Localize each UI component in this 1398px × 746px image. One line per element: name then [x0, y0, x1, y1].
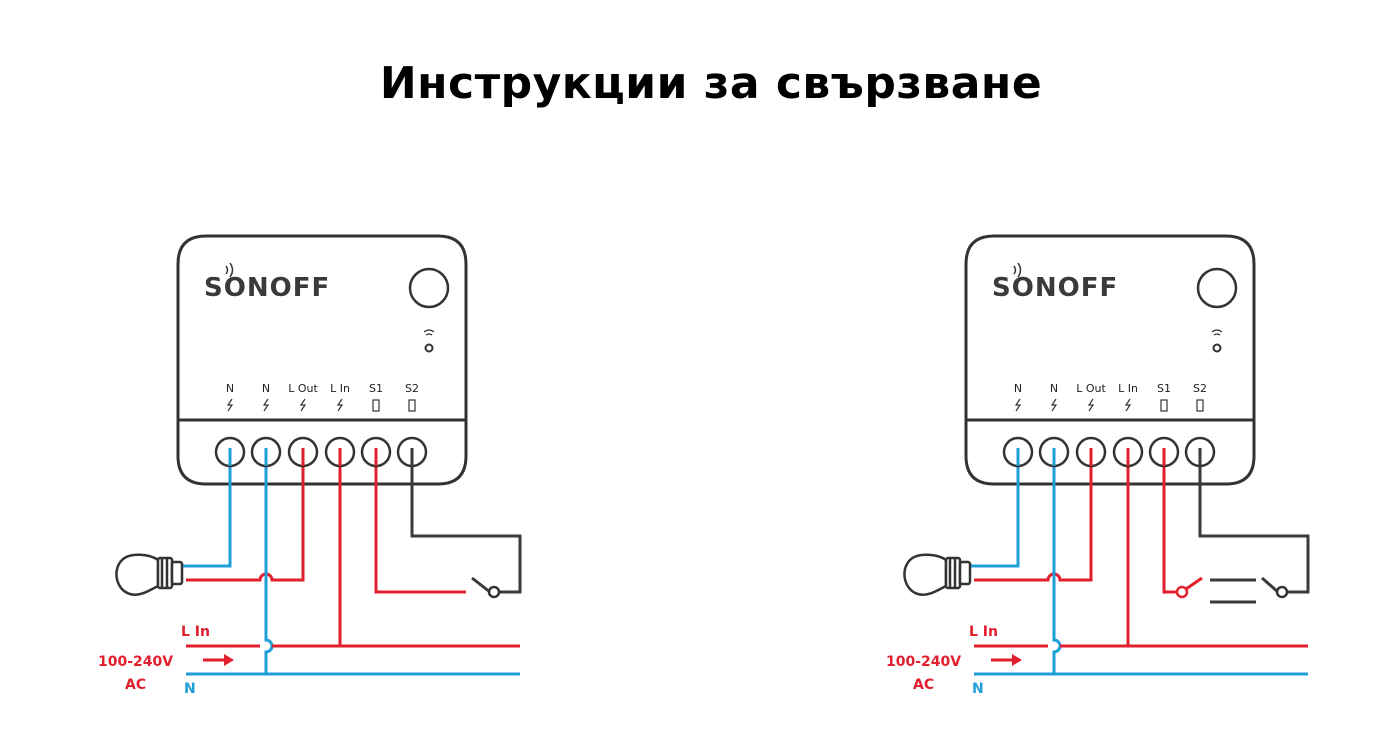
wire-s2-switch — [1198, 452, 1310, 594]
switch-lever — [1261, 576, 1279, 594]
wires — [182, 452, 522, 676]
status-led — [424, 343, 434, 353]
terminal-label-s1: S1 — [369, 382, 383, 395]
switch-lever — [471, 576, 491, 594]
neutral-label: N — [184, 681, 196, 697]
lightning-icon — [1014, 398, 1022, 412]
switch-input-icon — [1160, 399, 1168, 412]
lightning-icon — [336, 398, 344, 412]
switch-lever — [1185, 576, 1203, 591]
terminal-labels: N N L Out L In S1 S2 — [1014, 382, 1207, 395]
ac-label: AC — [125, 677, 146, 693]
wifi-signal-icon — [1013, 262, 1022, 278]
wifi-signal-icon — [225, 262, 234, 278]
wires — [970, 452, 1310, 676]
light-bulb-icon — [903, 553, 972, 596]
switch-contact — [1275, 585, 1289, 599]
lightning-icon — [299, 398, 307, 412]
terminal-label-l-in: L In — [330, 382, 350, 395]
terminal-labels: N N L Out L In S1 S2 — [226, 382, 419, 395]
terminal-label-l-out: L Out — [1076, 382, 1106, 395]
wire-s1-switch — [374, 452, 466, 594]
brand-logo: SONOFF — [204, 273, 330, 303]
status-led — [1212, 343, 1222, 353]
lightning-icon — [262, 398, 270, 412]
lightning-icon — [226, 398, 234, 412]
device-body — [176, 234, 468, 486]
diagram-svg: SONOFF N N L Out L In S1 S2 — [98, 234, 522, 697]
terminal-label-n2: N — [1050, 382, 1058, 395]
switch-input-icon — [1196, 399, 1204, 412]
terminal-label-s1: S1 — [1157, 382, 1171, 395]
wire-neutral-lamp — [970, 452, 1020, 568]
wifi-led-icon — [423, 329, 435, 336]
terminal-label-n1: N — [1014, 382, 1022, 395]
switch-contact — [1175, 585, 1189, 599]
wire-neutral-lamp — [182, 452, 232, 568]
switch-double — [1162, 452, 1289, 604]
switch-contact — [487, 585, 501, 599]
switch-single — [374, 452, 501, 599]
terminal-label-n1: N — [226, 382, 234, 395]
voltage-label: 100-240V — [98, 654, 173, 670]
pairing-button — [1196, 267, 1238, 309]
arrow-right-icon — [991, 654, 1022, 666]
ac-label: AC — [913, 677, 934, 693]
lightning-icon — [1050, 398, 1058, 412]
page-title: Инструкции за свързване — [379, 58, 1043, 109]
lightning-icon — [1124, 398, 1132, 412]
terminal-label-s2: S2 — [405, 382, 419, 395]
terminal-label-l-in: L In — [1118, 382, 1138, 395]
lightning-icon — [1087, 398, 1095, 412]
terminal-label-n2: N — [262, 382, 270, 395]
wifi-led-icon — [1211, 329, 1223, 336]
light-bulb-icon — [115, 553, 184, 596]
line-in-label: L In — [969, 624, 998, 640]
terminal-label-s2: S2 — [1193, 382, 1207, 395]
terminal-label-l-out: L Out — [288, 382, 318, 395]
wire-s2-switch — [410, 452, 522, 594]
diagram-svg: SONOFF N N L Out L In S1 S2 — [886, 234, 1310, 697]
switch-input-icon — [372, 399, 380, 412]
wire-s1-switch — [1162, 452, 1177, 594]
voltage-label: 100-240V — [886, 654, 961, 670]
neutral-label: N — [972, 681, 984, 697]
device-body — [964, 234, 1256, 486]
line-in-label: L In — [181, 624, 210, 640]
pairing-button — [408, 267, 450, 309]
switch-input-icon — [408, 399, 416, 412]
wiring-diagram-two-switches: SONOFF N N L Out L In S1 S2 — [788, 0, 1348, 746]
brand-logo: SONOFF — [992, 273, 1118, 303]
arrow-right-icon — [203, 654, 234, 666]
wiring-diagram-single-switch: SONOFF N N L Out L In S1 S2 — [0, 0, 560, 746]
